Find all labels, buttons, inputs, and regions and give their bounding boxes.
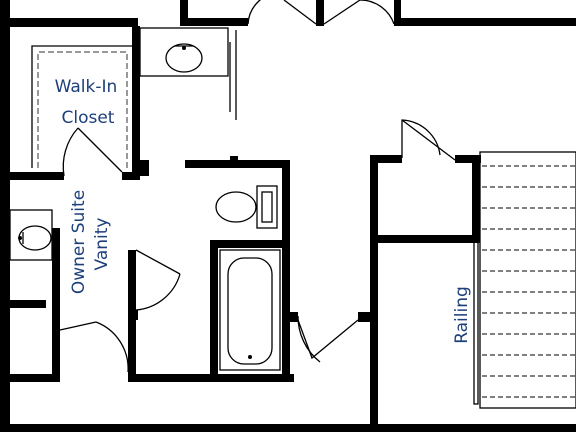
door-leaf	[401, 119, 456, 161]
closet-wall-left	[0, 172, 64, 180]
tub-wall-left	[210, 240, 218, 382]
door-leaf	[297, 319, 359, 360]
door-swing-icon	[360, 0, 395, 25]
door-leaf	[77, 127, 123, 173]
toilet-room-top	[185, 160, 290, 168]
railing-label: Railing	[452, 286, 472, 344]
stair-wall-left	[370, 155, 378, 432]
closet-label-line1: Walk-In	[55, 77, 118, 97]
closet-wall-bottom	[370, 235, 480, 243]
closet-shelf-edge	[31, 45, 132, 168]
door-swing-icon	[135, 273, 181, 311]
sink-icon	[139, 27, 229, 77]
door-leaf	[135, 249, 181, 275]
towel-bar-icon	[194, 156, 258, 163]
door-jamb-right	[290, 312, 298, 322]
closet-bath-wall	[132, 26, 140, 176]
top-wall-middle	[180, 18, 248, 26]
stair-run	[479, 151, 576, 409]
bottom-edge-wall	[0, 424, 576, 432]
staircase-icon	[473, 151, 576, 409]
closet-label-line2: Closet	[62, 108, 115, 128]
door-jamb	[128, 310, 138, 320]
sink-icon	[9, 209, 53, 261]
closet-shelf-line	[37, 51, 128, 168]
tub-wall-top	[210, 240, 290, 248]
bathtub-icon	[219, 249, 281, 371]
wall-stub-top-1	[180, 0, 188, 21]
closet-wall-top-left	[370, 155, 402, 163]
top-wall-left	[0, 18, 138, 27]
door-swing-icon	[95, 321, 129, 373]
vanity-label-line2: Vanity	[92, 218, 112, 271]
vanity-side-wall	[52, 228, 60, 308]
closet-wall-right	[472, 155, 480, 240]
door-swing-icon	[401, 119, 441, 158]
bottom-wall-left	[0, 374, 60, 382]
lower-hall-wall	[52, 300, 60, 380]
closet-wall-right	[122, 172, 140, 180]
vanity-label-line1: Owner Suite	[69, 190, 89, 294]
wall-stub-top-3	[394, 0, 401, 26]
doors	[59, 0, 456, 373]
door-leaf	[283, 0, 317, 25]
door-jamb-hall	[358, 312, 370, 322]
door-swing-icon	[62, 127, 79, 177]
vanity-niche-wall	[0, 176, 10, 308]
closet-wall-top-right	[455, 155, 481, 163]
railing	[473, 239, 479, 405]
door-swing-icon	[247, 0, 262, 25]
toilet-icon	[215, 185, 278, 229]
wall-stub-top-2	[316, 0, 324, 26]
door-leaf	[323, 0, 361, 25]
top-wall-right	[394, 18, 576, 26]
door-leaf	[59, 321, 97, 331]
vanity-bottom-wall	[0, 300, 46, 308]
bath-wall-right	[282, 160, 290, 382]
door-swing-icon	[297, 315, 321, 363]
